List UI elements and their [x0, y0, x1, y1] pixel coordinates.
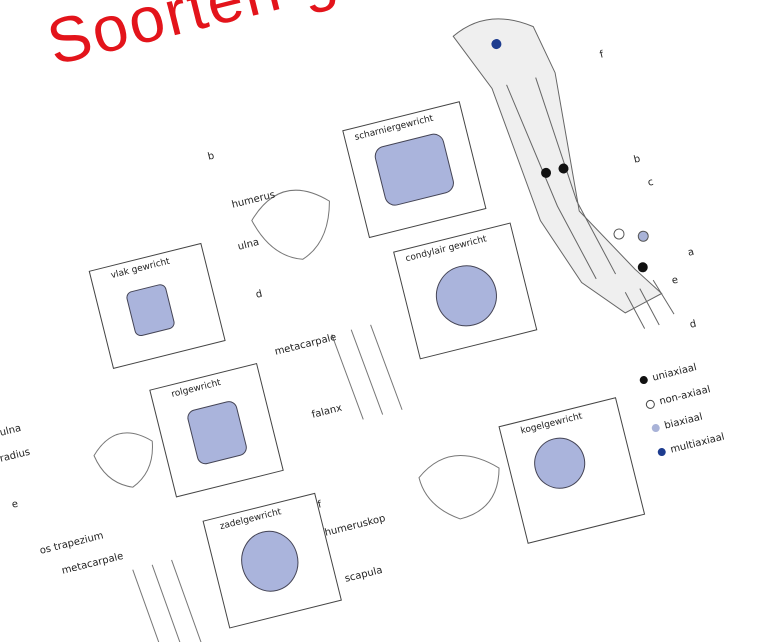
light-blue-dot-icon: [651, 423, 661, 433]
box-condylair-gewricht: condylair gewricht: [394, 223, 537, 359]
joint-dot-wrist: [613, 228, 625, 240]
hollow-dot-icon: [645, 398, 656, 409]
box-rolgewricht: rolgewricht: [150, 364, 283, 497]
dark-blue-dot-icon: [657, 447, 667, 457]
joint-dot-thumb: [637, 230, 649, 242]
filled-black-dot-icon: [639, 375, 649, 385]
box-vlak-gewricht: vlak gewricht: [89, 243, 225, 368]
box-kogelgewricht: kogelgewricht: [499, 398, 644, 543]
joint-dot-finger: [637, 261, 649, 273]
box-scharniergewricht: scharniergewricht: [343, 102, 486, 238]
box-zadelgewricht: zadelgewricht: [203, 493, 341, 628]
